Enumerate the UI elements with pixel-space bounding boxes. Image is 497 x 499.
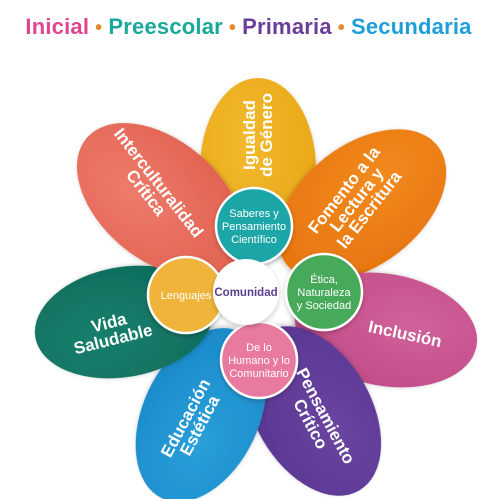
level-primaria: Primaria	[242, 14, 332, 39]
petal-label-line: de Género	[257, 93, 276, 177]
field-label-line: Ética,	[310, 273, 338, 286]
field-label-line: Naturaleza	[297, 287, 351, 299]
center-hub: Comunidad	[213, 259, 279, 325]
separator-dot: •	[228, 17, 237, 39]
education-levels-header: Inicial•Preescolar•Primaria•Secundaria	[0, 14, 497, 40]
separator-dot: •	[337, 17, 345, 39]
field-lenguajes: Lenguajes	[146, 255, 226, 335]
field-label-line: Pensamiento	[222, 221, 286, 233]
petal-fomento-a-la-lectura-y-la-escritura: Fomento a laLectura yla Escritura	[277, 129, 447, 281]
petal-shape	[277, 129, 447, 281]
level-secundaria: Secundaria	[350, 14, 472, 39]
field-label-line: Saberes y	[229, 208, 279, 220]
field-label-line: Científico	[231, 234, 277, 246]
field-circle	[284, 252, 364, 332]
separator-dot: •	[95, 17, 103, 39]
center-label: Comunidad	[214, 287, 277, 299]
petal-label-line: Igualdad	[240, 100, 259, 170]
field-label-line: Humano y lo	[228, 355, 290, 367]
field-label-line: De lo	[246, 342, 272, 354]
petal-shape	[76, 123, 244, 277]
center-circle	[213, 259, 279, 325]
level-inicial: Inicial	[25, 14, 90, 39]
field-label-line: y Sociedad	[297, 300, 351, 312]
level-preescolar: Preescolar	[108, 14, 223, 39]
petal-label: Igualdadde Género	[240, 93, 276, 177]
field-label-line: Lenguajes	[161, 290, 212, 302]
field-label-line: Comunitario	[229, 368, 288, 380]
field-label: Lenguajes	[161, 290, 212, 302]
